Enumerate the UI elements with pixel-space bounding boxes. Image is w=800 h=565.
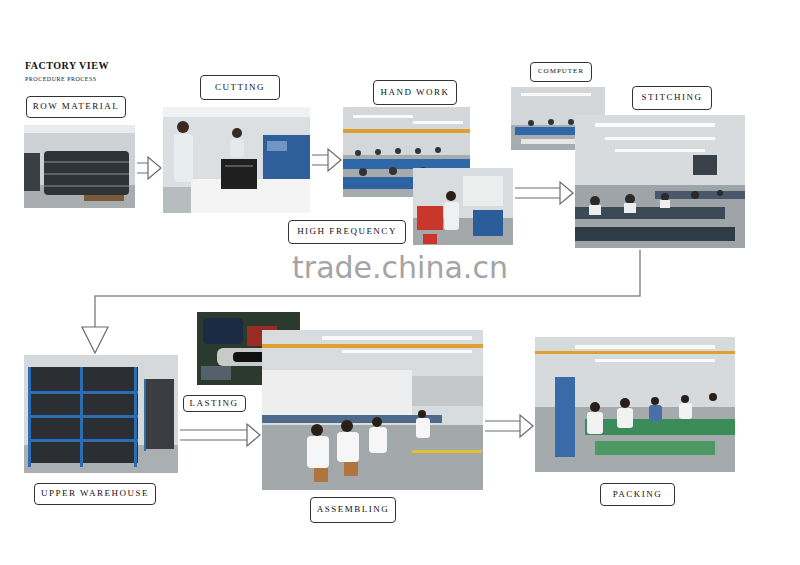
step-name: LASTING (190, 399, 239, 409)
high-frequency-photo (413, 168, 513, 245)
arrow-shaft (137, 164, 149, 173)
step-name: ROW MATERIAL (33, 102, 120, 112)
step-name: CUTTING (215, 83, 265, 93)
process-station: PACKING (535, 337, 735, 506)
arrow-shaft (515, 189, 561, 198)
process-station: STITCHING (575, 86, 745, 248)
arrow-head (560, 182, 573, 204)
step-label-box: COMPUTER (530, 62, 592, 82)
process-station: COMPUTER (511, 62, 605, 150)
step-name: HIGH FREQUENCY (297, 227, 397, 237)
arrow-shaft-outline (312, 155, 329, 166)
arrow-shaft-outline (137, 163, 149, 174)
arrow-head (328, 149, 341, 171)
step-label-box: HAND WORK (373, 80, 456, 105)
step-label-box: LASTING (183, 395, 246, 412)
step-label-box: STITCHING (632, 86, 712, 110)
flow-arrow (312, 149, 341, 171)
step-name: STITCHING (642, 93, 703, 103)
arrow-head (82, 327, 108, 353)
arrow-head (247, 424, 260, 446)
arrow-shaft (180, 431, 248, 440)
process-station: UPPER WAREHOUSE (24, 355, 178, 505)
upper-warehouse-photo (24, 355, 178, 473)
process-station: HIGH FREQUENCY (288, 168, 513, 245)
flow-arrow (515, 182, 573, 204)
arrow-shaft (312, 156, 329, 165)
arrow-head (148, 157, 161, 179)
step-name: HAND WORK (380, 88, 449, 98)
step-label-box: UPPER WAREHOUSE (34, 483, 156, 505)
subtitle: PROCEDURE PROCESS (25, 76, 97, 82)
step-label-box: CUTTING (200, 75, 280, 100)
process-station: ASSEMBLING (262, 330, 483, 523)
arrow-head (520, 415, 533, 437)
step-name: ASSEMBLING (317, 505, 390, 515)
title: FACTORY VIEW (25, 60, 109, 71)
step-name: COMPUTER (538, 68, 584, 76)
process-station: HAND WORK (343, 80, 470, 197)
step-label-box: ASSEMBLING (310, 497, 397, 523)
process-station: ROW MATERIAL (24, 96, 135, 208)
assembling-photo (262, 330, 483, 490)
arrow-shaft-outline (485, 421, 521, 432)
warehouse-photo (24, 125, 135, 208)
step-name: UPPER WAREHOUSE (41, 489, 149, 499)
arrow-shaft-outline (515, 188, 561, 199)
process-station: CUTTING (163, 75, 310, 213)
stitching-photo (575, 115, 745, 248)
flow-arrow (485, 415, 533, 437)
cutting-photo (163, 107, 310, 213)
arrow-shaft (485, 422, 521, 431)
step-name: PACKING (613, 490, 663, 500)
packing-photo (535, 337, 735, 472)
process-station: LASTING (186, 395, 242, 412)
arrow-shaft-outline (180, 430, 248, 441)
step-label-box: PACKING (600, 483, 675, 506)
step-label-box: ROW MATERIAL (26, 96, 127, 118)
flow-arrow (180, 424, 260, 446)
flow-arrow (137, 157, 161, 179)
step-label-box: HIGH FREQUENCY (288, 220, 406, 244)
watermark: trade.china.cn (0, 253, 800, 283)
